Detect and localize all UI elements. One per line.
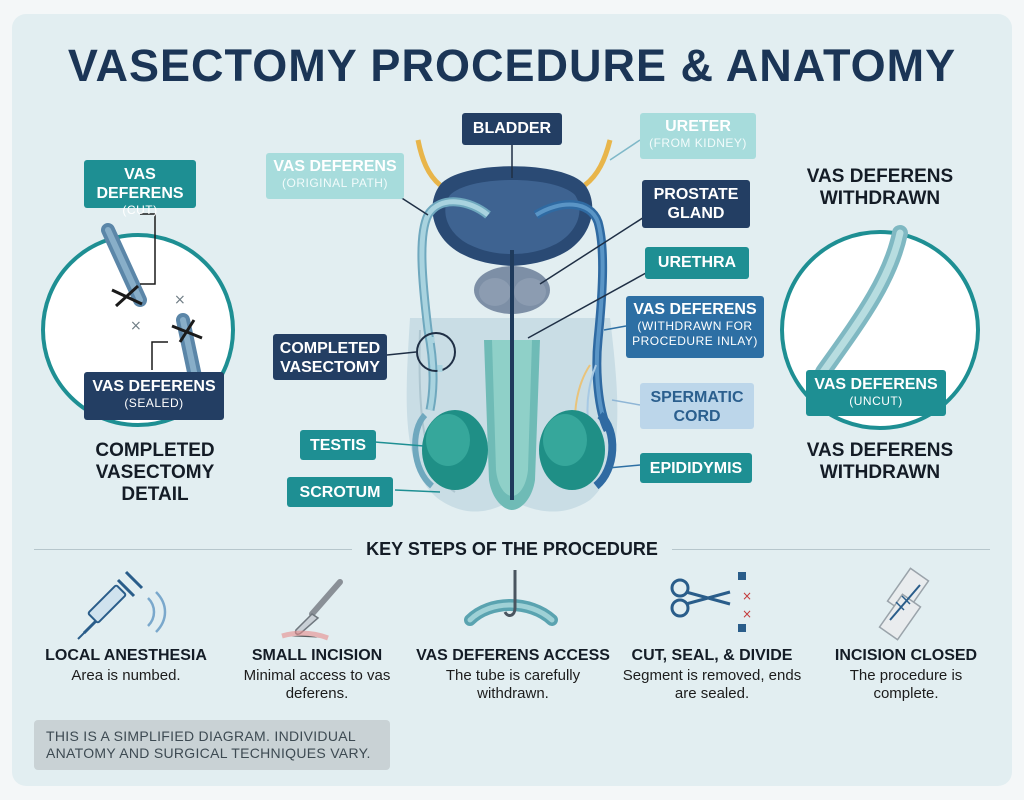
hook-icon: [464, 570, 558, 626]
completed-vasectomy-label: COMPLETED VASECTOMY: [273, 334, 387, 380]
right-inset-caption: VAS DEFERENS WITHDRAWN: [806, 440, 954, 483]
right-ureter: [583, 139, 613, 187]
vas-deferens-withdrawn-label: VAS DEFERENS(WITHDRAWN FOR PROCEDURE INL…: [626, 296, 764, 358]
steps-title: KEY STEPS OF THE PROCEDURE: [366, 539, 658, 559]
step-desc: The procedure is complete.: [849, 667, 963, 702]
right-inset-uncut-label: VAS DEFERENS(UNCUT): [806, 370, 946, 416]
svg-text:×: ×: [742, 589, 752, 603]
bladder-label: BLADDER: [462, 113, 562, 145]
ureter-label: URETER(FROM KIDNEY): [640, 113, 756, 159]
syringe-icon: [77, 570, 167, 640]
scrotum-label: SCROTUM: [287, 477, 393, 507]
step-title: SMALL INCISION: [251, 647, 383, 664]
svg-text:×: ×: [130, 318, 142, 334]
steps-divider-right: [672, 549, 990, 550]
step-title: VAS DEFERENS ACCESS: [416, 647, 610, 664]
page-title: VASECTOMY PROCEDURE & ANATOMY: [67, 40, 957, 91]
urethra-label: URETHRA: [645, 247, 749, 279]
step-title: CUT, SEAL, & DIVIDE: [631, 647, 793, 664]
right-inset-heading: VAS DEFERENS WITHDRAWN: [806, 166, 954, 209]
step-desc: Segment is removed, ends are sealed.: [622, 667, 802, 702]
vas-deferens-original-label: VAS DEFERENS(ORIGINAL PATH): [266, 153, 404, 199]
completed-vasectomy-marker: [416, 332, 456, 372]
svg-text:×: ×: [174, 292, 186, 308]
bandage-icon: [878, 567, 930, 641]
scissors-icon: × ×: [670, 572, 752, 632]
step-title: INCISION CLOSED: [834, 647, 978, 664]
disclaimer-note: THIS IS A SIMPLIFIED DIAGRAM. INDIVIDUAL…: [34, 720, 390, 770]
left-inset-sealed-label: VAS DEFERENS(SEALED): [84, 372, 224, 420]
step-desc: Area is numbed.: [71, 667, 181, 684]
prostate-label: PROSTATE GLAND: [642, 180, 750, 228]
steps-divider-left: [34, 549, 352, 550]
svg-text:×: ×: [742, 607, 752, 621]
step-title: LOCAL ANESTHESIA: [45, 647, 207, 664]
step-desc: The tube is carefully withdrawn.: [445, 667, 581, 702]
testis-label: TESTIS: [300, 430, 376, 460]
left-inset-cut-label: VAS DEFERENS(CUT): [84, 160, 196, 217]
epididymis-shape: [593, 411, 617, 490]
left-inset-caption: COMPLETED VASECTOMY DETAIL: [95, 440, 215, 505]
epididymis-label: EPIDIDYMIS: [640, 453, 752, 483]
scalpel-icon: [281, 579, 343, 641]
left-ureter: [415, 139, 442, 187]
step-desc: Minimal access to vas deferens.: [243, 667, 391, 702]
spermatic-cord-label: SPERMATIC CORD: [640, 383, 754, 429]
